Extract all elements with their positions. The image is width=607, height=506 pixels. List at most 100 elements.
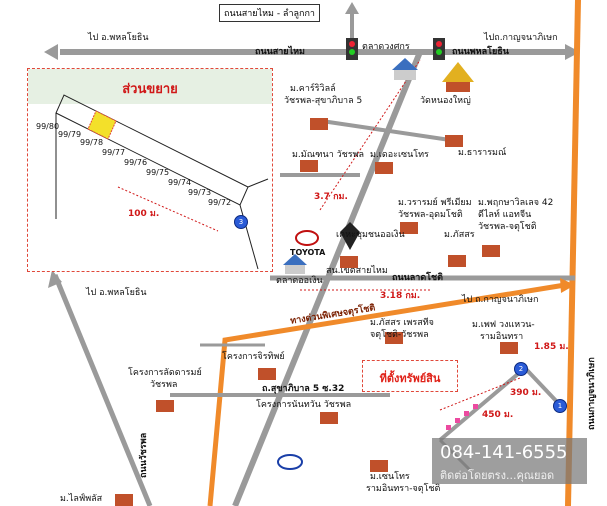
building-icon-ladda [156, 400, 174, 412]
to-kanchanaphisek-top-label: ไปถ.กาญจนาภิเษก [484, 33, 558, 43]
expressway-arrow-icon [560, 278, 575, 293]
inset-plot-label: 99/78 [80, 138, 104, 147]
road-arrow-right-icon [565, 44, 580, 60]
toyota-logo-icon [295, 230, 319, 246]
place-ladda-sub: วัชรพล [150, 380, 178, 390]
inset-plot-label: 99/77 [102, 148, 126, 157]
inset-plot-label: 99/73 [188, 188, 212, 197]
market-junction-label: ตลาดวงศกร [362, 42, 410, 52]
marker-2-icon: 2 [514, 362, 528, 376]
building-icon-connect [375, 162, 393, 174]
phone-contact-box: 084-141-6555 ติดต่อโดยตรง...คุณยอด [432, 438, 587, 484]
distance-450: 450 ม. [482, 410, 514, 420]
to-phahonyothin-top-label: ไป อ.พหลโยธิน [88, 33, 149, 43]
toyota-label: TOYOTA [290, 248, 326, 257]
sai-mai-road-label: ถนนสายไหม [255, 47, 305, 57]
market-icon-aeon [283, 254, 307, 274]
property-callout: ที่ตั้งทรัพย์สิน [362, 360, 458, 392]
inset-distance-label: 100 ม. [128, 209, 160, 219]
inset-plot-label: 99/72 [208, 198, 232, 207]
building-icon-pruksa [482, 245, 500, 257]
place-plant-sub: รามอินทรา [480, 332, 524, 342]
inset-drawing [55, 94, 269, 270]
market-icon-top [392, 58, 418, 80]
building-icon-varamon [400, 222, 418, 234]
place-caprice-sub: วัชรพล-สุขาภิบาล 5 [284, 96, 363, 106]
building-icon-nanthawan [320, 412, 338, 424]
building-icon-thanarom [445, 135, 463, 147]
inset-plot-label: 99/76 [124, 158, 148, 167]
inset-title-text: ส่วนขยาย [122, 82, 178, 97]
property-plot-icons [446, 404, 478, 430]
place-pasorn-sub: จตุโชติ-วัชรพล [370, 330, 429, 340]
left-vertical-road-label: ถนนวัชรพล [139, 432, 149, 478]
to-kanchanaphisek-mid-label: ไป ถ.กาญจนาภิเษก [462, 295, 539, 305]
to-phahonyothin-left-label: ไป อ.พหลโยธิน [86, 288, 147, 298]
inset-panel: ส่วนขยาย 99/80 99/79 99/78 99/77 99/76 9… [27, 68, 273, 272]
phahonyothin-main-label: ถนนพหลโยธิน [452, 47, 509, 57]
garuda-icon [340, 222, 360, 250]
place-centro-sub: รามอินทรา-จตุโชติ [366, 484, 441, 494]
place-police: สน.เขตสายไหม [326, 266, 388, 276]
place-varamon-sub: วัชรพล-อุดมโชติ [398, 210, 463, 220]
traffic-light-icon-1 [346, 38, 358, 60]
right-vertical-road-label: ถนนกาญจนาภิเษก [587, 357, 597, 430]
place-community: เคหะชุมชนออเงิน [336, 230, 405, 240]
building-icon-chiraphat [258, 368, 276, 380]
soi-caprice [314, 118, 451, 142]
right-orange-road [565, 0, 581, 506]
place-pruksa-sub: ดีไลท์ แอทจีน [478, 210, 532, 220]
road-arrow-upleft-icon [48, 270, 62, 288]
temple-label: วัดหนองใหญ่ [420, 96, 471, 106]
esso-logo-icon [277, 454, 303, 470]
place-thanarom: ม.ธารารมณ์ [458, 148, 507, 158]
place-pruksa-sub2: วัชรพล-จตุโชติ [478, 222, 537, 232]
expressway-line [207, 282, 566, 506]
inset-plot-label: 99/74 [168, 178, 192, 187]
inset-marker-icon: 3 [234, 215, 248, 229]
place-chiraphat: โครงการจิรทิพย์ [222, 352, 285, 362]
property-road-1 [438, 366, 527, 442]
phone-number[interactable]: 084-141-6555 [440, 442, 568, 463]
distance-1-85: 1.85 ม. [534, 342, 569, 352]
place-nanthawan: โครงการนันทวัน วัชรพล [256, 400, 352, 410]
distance-3-7: 3.7 กม. [314, 192, 348, 202]
place-aeon-market: ตลาดออเงิน [276, 276, 323, 286]
building-icon-kasorn [448, 255, 466, 267]
soi-sukhaphiban-label: ถ.สุขาภิบาล 5 ซ.32 [262, 384, 345, 394]
place-ladda: โครงการลัดดารมย์ [128, 368, 202, 378]
top-road-box: ถนนสายไหม - ลำลูกกา [219, 4, 320, 22]
building-icon-community [340, 256, 358, 268]
building-icons [115, 118, 518, 506]
inset-plot-label: 99/79 [58, 130, 82, 139]
place-centro: ม.เซนโทร [370, 472, 410, 482]
place-kasorn: ม.ภัสสร [444, 230, 475, 240]
property-road-2 [523, 366, 562, 407]
distance-3-18: 3.18 กม. [380, 291, 421, 301]
place-pasorn: ม.ภัสสร เพรสทีจ [370, 318, 434, 328]
lam-luk-ka-road-label: ถนนลาดโชติ [392, 273, 443, 283]
building-icon-left [115, 494, 133, 506]
inset-header: ส่วนขยาย [28, 69, 272, 104]
phone-subtitle: ติดต่อโดยตรง...คุณยอด [440, 469, 555, 482]
place-plant: ม.เพฟ วงแหวน- [472, 320, 535, 330]
property-callout-text: ที่ตั้งทรัพย์สิน [379, 372, 441, 385]
marker-1-icon: 1 [553, 399, 567, 413]
place-caprice: ม.คาร์ริวิลล์ [290, 84, 336, 94]
inset-plot-label: 99/75 [146, 168, 170, 177]
building-icon-pasorn [385, 332, 403, 344]
left-diagonal-road [52, 274, 153, 506]
place-pruksa: ม.พฤกษาวิลเลจ 42 [478, 198, 554, 208]
place-manthana: ม.มัณฑนา วัชรพล [292, 150, 365, 160]
place-varamon: ม.วรารมย์ พรีเมียม [398, 198, 472, 208]
building-icon-plant [500, 342, 518, 354]
road-arrow-up-icon [345, 2, 359, 14]
distance-390: 390 ม. [510, 388, 542, 398]
place-connect: ม.เดอะเซนโทร [370, 150, 429, 160]
road-arrow-left-icon [44, 44, 58, 60]
building-icon-manthana [300, 160, 318, 172]
traffic-light-icon-2 [433, 38, 445, 60]
building-icon-caprice [310, 118, 328, 130]
